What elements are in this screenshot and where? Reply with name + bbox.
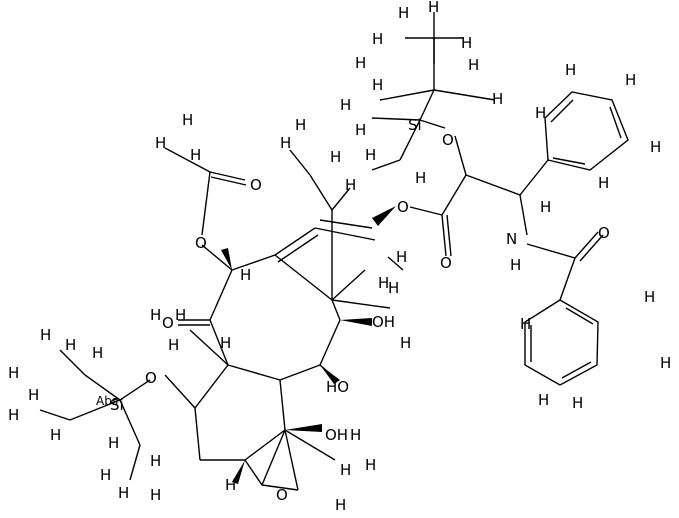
- svg-text:H: H: [520, 315, 531, 333]
- atom-labels: O Si O O N O O O O OH HO OH O O Abs Si: [96, 116, 610, 504]
- oxetane-wedge: [232, 460, 245, 484]
- svg-text:H: H: [225, 476, 236, 494]
- label-o-oxetane: O: [276, 486, 288, 504]
- label-o-amide: O: [598, 224, 610, 242]
- tes-group: [39, 349, 151, 481]
- ester-wedge: [372, 206, 396, 226]
- svg-text:H: H: [280, 134, 291, 152]
- label-ho-2: HO: [326, 378, 349, 396]
- tbs-group: [371, 12, 496, 171]
- label-oh-3: OH: [325, 426, 348, 444]
- svg-text:H: H: [535, 104, 546, 122]
- svg-text:H: H: [428, 0, 439, 16]
- label-o-tes: O: [145, 369, 157, 387]
- oh-wedge-top: [340, 318, 372, 326]
- svg-text:H: H: [565, 61, 576, 79]
- svg-text:H: H: [155, 134, 166, 152]
- svg-text:H: H: [340, 461, 351, 479]
- label-si-tes: Si: [110, 396, 124, 414]
- svg-text:H: H: [150, 452, 161, 470]
- phenyl-ring-bottom: [524, 299, 599, 386]
- svg-text:H: H: [335, 496, 346, 514]
- svg-text:H: H: [40, 326, 51, 344]
- svg-text:H: H: [650, 138, 661, 156]
- svg-text:H: H: [365, 146, 376, 164]
- svg-text:H: H: [340, 96, 351, 114]
- svg-text:H: H: [150, 486, 161, 504]
- svg-text:H: H: [8, 364, 19, 382]
- svg-text:H: H: [92, 344, 103, 362]
- label-o-acetyl: O: [250, 176, 262, 194]
- label-o-ketone: O: [162, 314, 174, 332]
- label-o-ester: O: [397, 198, 409, 216]
- svg-text:H: H: [388, 279, 399, 297]
- svg-text:H: H: [396, 248, 407, 266]
- svg-text:H: H: [400, 334, 411, 352]
- svg-text:H: H: [625, 71, 636, 89]
- svg-text:H: H: [660, 354, 671, 372]
- svg-text:H: H: [220, 334, 231, 352]
- oh-wedge-mid: [320, 365, 340, 384]
- label-o-acetoxy: O: [195, 234, 207, 252]
- taxane-core: [164, 147, 404, 491]
- svg-text:H: H: [492, 90, 503, 108]
- svg-text:H: H: [295, 116, 306, 134]
- svg-text:H: H: [398, 4, 409, 22]
- svg-text:H: H: [100, 466, 111, 484]
- svg-text:H: H: [355, 121, 366, 139]
- label-oh-1: OH: [372, 313, 395, 331]
- svg-text:H: H: [150, 306, 161, 324]
- hydrogen-labels: H H H H H H H H H H H H H H H H H H H H …: [8, 0, 671, 514]
- label-n-amide: N: [506, 230, 517, 248]
- oh-wedge-bottom: [285, 424, 322, 432]
- svg-text:H: H: [28, 386, 39, 404]
- svg-text:H: H: [8, 406, 19, 424]
- svg-text:H: H: [540, 198, 551, 216]
- svg-text:H: H: [510, 256, 521, 274]
- svg-text:H: H: [365, 456, 376, 474]
- svg-text:H: H: [415, 169, 426, 187]
- svg-text:H: H: [240, 266, 251, 284]
- phenyl-ring-top: [544, 91, 629, 171]
- label-o-tbs: O: [442, 131, 454, 149]
- svg-text:H: H: [644, 288, 655, 306]
- svg-text:H: H: [330, 148, 341, 166]
- svg-text:H: H: [468, 56, 479, 74]
- side-chain: [372, 135, 604, 301]
- label-si-tbs: Si: [408, 116, 422, 134]
- label-abs: Abs: [96, 394, 118, 408]
- svg-text:H: H: [175, 306, 186, 324]
- svg-text:H: H: [378, 274, 389, 292]
- svg-text:H: H: [65, 336, 76, 354]
- svg-text:H: H: [182, 111, 193, 129]
- label-o-carbonyl: O: [440, 254, 452, 272]
- svg-text:H: H: [461, 34, 472, 52]
- svg-text:H: H: [372, 30, 383, 48]
- svg-text:H: H: [118, 484, 129, 502]
- svg-text:H: H: [168, 336, 179, 354]
- svg-text:H: H: [355, 54, 366, 72]
- svg-text:H: H: [538, 391, 549, 409]
- svg-text:H: H: [50, 426, 61, 444]
- svg-text:H: H: [350, 426, 361, 444]
- acetate-wedge: [221, 248, 232, 270]
- svg-text:H: H: [345, 176, 356, 194]
- svg-text:H: H: [572, 394, 583, 412]
- svg-text:H: H: [598, 174, 609, 192]
- svg-text:H: H: [108, 434, 119, 452]
- svg-text:H: H: [190, 146, 201, 164]
- svg-text:H: H: [372, 76, 383, 94]
